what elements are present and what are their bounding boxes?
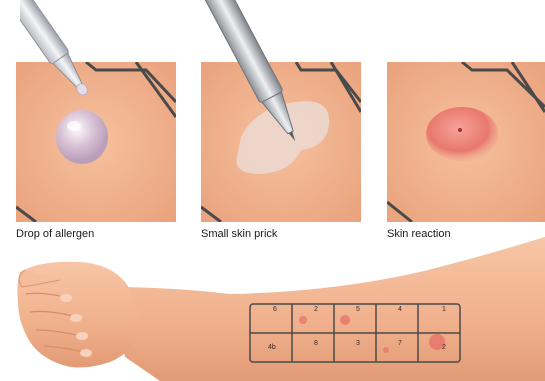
grid-mark-top-2: 2 (314, 306, 318, 313)
grid-mark-top-3: 5 (356, 306, 360, 313)
grid-mark-top-4: 4 (398, 306, 402, 313)
dropper-icon (20, 0, 100, 112)
skin-reaction-image (387, 62, 545, 222)
grid-mark-bottom-4: 7 (398, 340, 402, 347)
grid-mark-top-1: 6 (273, 306, 277, 313)
grid-mark-top-5: 1 (442, 306, 446, 313)
lancet-icon (205, 0, 315, 150)
grid-mark-bottom-5: 2 (442, 344, 446, 351)
grid-mark-bottom-2: 8 (314, 340, 318, 347)
panel-skin-reaction (387, 62, 545, 222)
grid-mark-bottom-1: 4b (268, 344, 276, 351)
grid-mark-bottom-3: 3 (356, 340, 360, 347)
